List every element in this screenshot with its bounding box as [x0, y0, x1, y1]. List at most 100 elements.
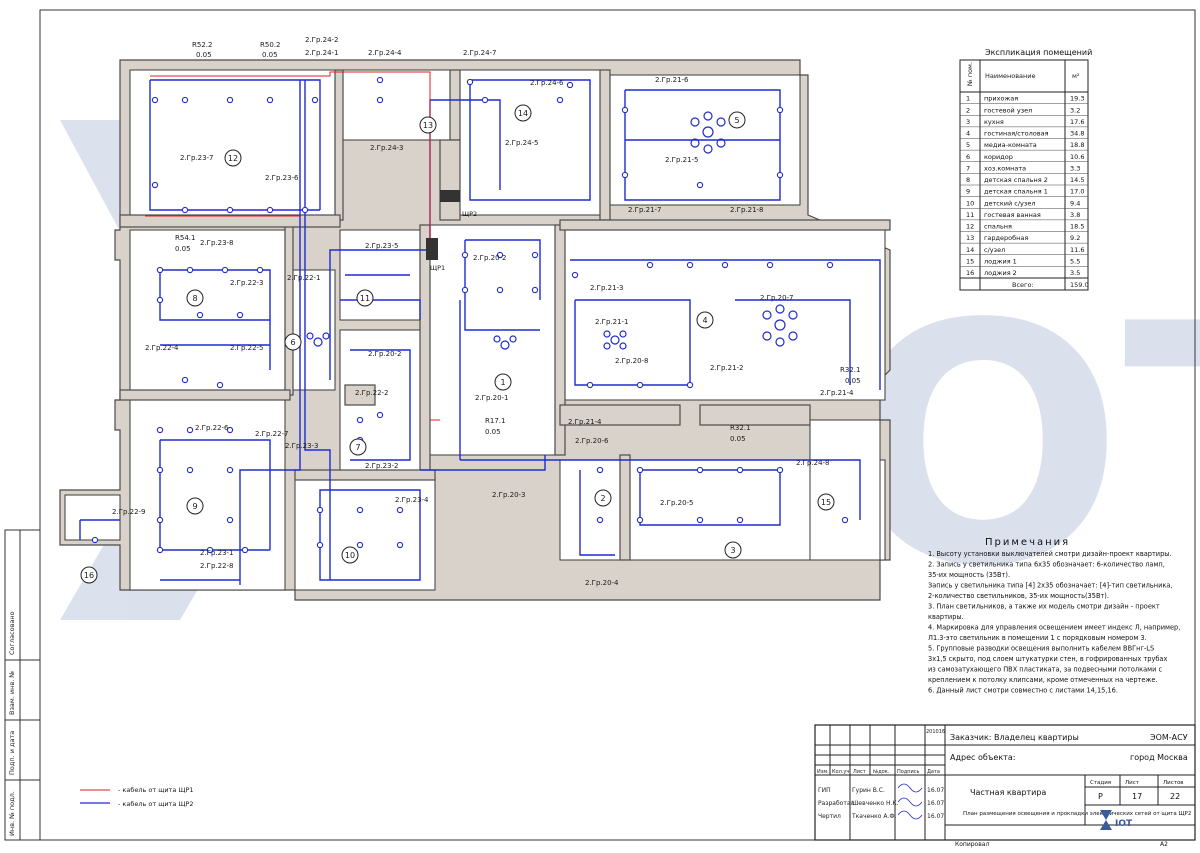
light-fixture-icon [181, 96, 189, 104]
light-fixture-icon [376, 76, 384, 84]
tb-stage-label: Стадия [1090, 780, 1111, 786]
rooms-cell-name: детский с/узел [984, 199, 1036, 207]
light-fixture-icon [226, 466, 234, 474]
light-fixture-icon [91, 536, 99, 544]
light-fixture-icon [186, 266, 194, 274]
sheet-format: А2 [1160, 841, 1168, 848]
group-label: 2.Гр.24-6 [530, 79, 564, 87]
light-fixture-icon [461, 286, 469, 294]
light-fixture-icon [156, 466, 164, 474]
light-fixture-icon [186, 466, 194, 474]
room-number: 11 [360, 294, 370, 303]
light-fixture-icon [636, 516, 644, 524]
rooms-cell-name: детская спальня 1 [984, 188, 1048, 196]
light-fixture-icon [156, 296, 164, 304]
signatures [897, 783, 923, 820]
room-number: 2 [600, 494, 605, 503]
light-fixture-icon [151, 96, 159, 104]
light-fixture-icon [186, 426, 194, 434]
room-number: 14 [518, 109, 528, 118]
tb-col-kol: Кол.уч. [832, 769, 851, 775]
light-fixture-icon [826, 261, 834, 269]
light-fixture-icon [316, 506, 324, 514]
tb-address-label: Адрес объекта: [950, 753, 1015, 762]
light-fixture-icon [156, 516, 164, 524]
rooms-cell-area: 34.8 [1070, 130, 1084, 138]
group-label: 2.Гр.20-8 [615, 357, 649, 365]
rooms-total-label: Всего: [1012, 281, 1034, 289]
tb-date-0: 16.07 [927, 787, 944, 794]
sheet-copied: Копировал [955, 841, 989, 848]
light-fixture-icon [356, 506, 364, 514]
rooms-cell-area: 9.4 [1070, 199, 1080, 207]
room-number: 13 [423, 121, 433, 130]
rooms-cell-num: 13 [966, 234, 974, 242]
light-fixture-icon [311, 96, 319, 104]
group-label: 2.Гр.20-7 [760, 294, 794, 302]
note-line: 5. Групповые разводки освещения выполнит… [928, 645, 1154, 653]
note-line: Запись у светильника типа [4] 2х35 обозн… [928, 582, 1172, 590]
group-label: 2.Гр.24-3 [370, 144, 404, 152]
light-fixture-icon [531, 286, 539, 294]
group-label: 2.Гр.23-4 [395, 496, 429, 504]
group-label: 2.Гр.21-3 [590, 284, 624, 292]
tb-role-1: Разработал [818, 800, 855, 807]
light-fixture-icon [156, 426, 164, 434]
rooms-total-value: 159.0 [1070, 281, 1089, 289]
tb-project: Частная квартира [970, 788, 1046, 797]
rooms-cell-num: 9 [966, 188, 970, 196]
light-fixture-icon [736, 466, 744, 474]
group-label: 2.Гр.24-8 [796, 459, 830, 467]
rooms-cell-area: 18.5 [1070, 223, 1084, 231]
rooms-cell-name: прихожая [984, 95, 1018, 103]
rooms-cell-area: 17.0 [1070, 188, 1084, 196]
room-number: 9 [192, 502, 197, 511]
rooms-cell-name: хоз.комната [984, 164, 1026, 172]
light-fixture-icon [196, 311, 204, 319]
light-fixture-icon [181, 376, 189, 384]
title-block: 201016 Изм. Кол.уч. Лист №док. Подпись Д… [814, 724, 1196, 848]
light-fixture-icon [466, 78, 474, 86]
group-labels: 2.Гр.24-2 2.Гр.24-1 2.Гр.24-4 2.Гр.24-7 … [112, 36, 854, 587]
group-label: 2.Гр.22-5 [230, 344, 264, 352]
tb-sheets-label: Листов [1163, 780, 1184, 786]
group-label: 2.Гр.23-8 [200, 239, 234, 247]
tb-code: ЭОМ-АСУ [1150, 733, 1188, 742]
rooms-cell-area: 11.6 [1070, 246, 1084, 254]
light-fixture-icon [156, 266, 164, 274]
group-label: 2.Гр.22-6 [195, 424, 229, 432]
group-label: 2.Гр.20-4 [585, 579, 619, 587]
group-label: 2.Гр.22-7 [255, 430, 289, 438]
group-label: 2.Гр.21-5 [665, 156, 699, 164]
note-line: 2. Запись у светильника типа 6х35 обозна… [928, 561, 1165, 569]
tb-name-2: Ткаченко А.Ф. [851, 813, 897, 820]
room-numbers: 12 13 14 5 8 6 11 1 4 7 9 10 2 3 15 16 [80, 104, 835, 584]
side-stamp: Согласовано Взам. инв. № Подп. и дата Ин… [4, 529, 41, 841]
light-fixture-icon [156, 546, 164, 554]
rooms-cell-name: гостевая ванная [984, 211, 1041, 219]
group-label: 2.Гр.23-3 [285, 442, 319, 450]
junction-name: R54.1 [175, 234, 195, 242]
group-label: 2.Гр.20-2 [368, 350, 402, 358]
rooms-cell-num: 14 [966, 246, 974, 254]
group-label: 2.Гр.24-4 [368, 49, 402, 57]
light-fixture-icon [721, 261, 729, 269]
room-number: 3 [730, 546, 735, 555]
group-label: 2.Гр.21-1 [595, 318, 629, 326]
rooms-cell-name: лоджия 2 [984, 269, 1017, 277]
rooms-cell-num: 15 [966, 257, 974, 265]
tb-col-list: Лист [853, 769, 866, 775]
light-fixture-icon [181, 206, 189, 214]
tb-role-0: ГИП [818, 787, 831, 794]
tb-role-2: Чертил [818, 813, 841, 820]
stamp-replaces: Взам. инв. № [8, 671, 16, 715]
tb-stage: Р [1098, 792, 1103, 801]
group-label: 2.Гр.21-4 [820, 389, 854, 397]
group-label: 2.Гр.23-7 [180, 154, 214, 162]
rooms-cell-num: 8 [966, 176, 970, 184]
group-label: 2.Гр.21-8 [730, 206, 764, 214]
rooms-cell-name: коридор [984, 153, 1013, 161]
note-line: 4. Маркировка для управления освещением … [928, 624, 1180, 632]
